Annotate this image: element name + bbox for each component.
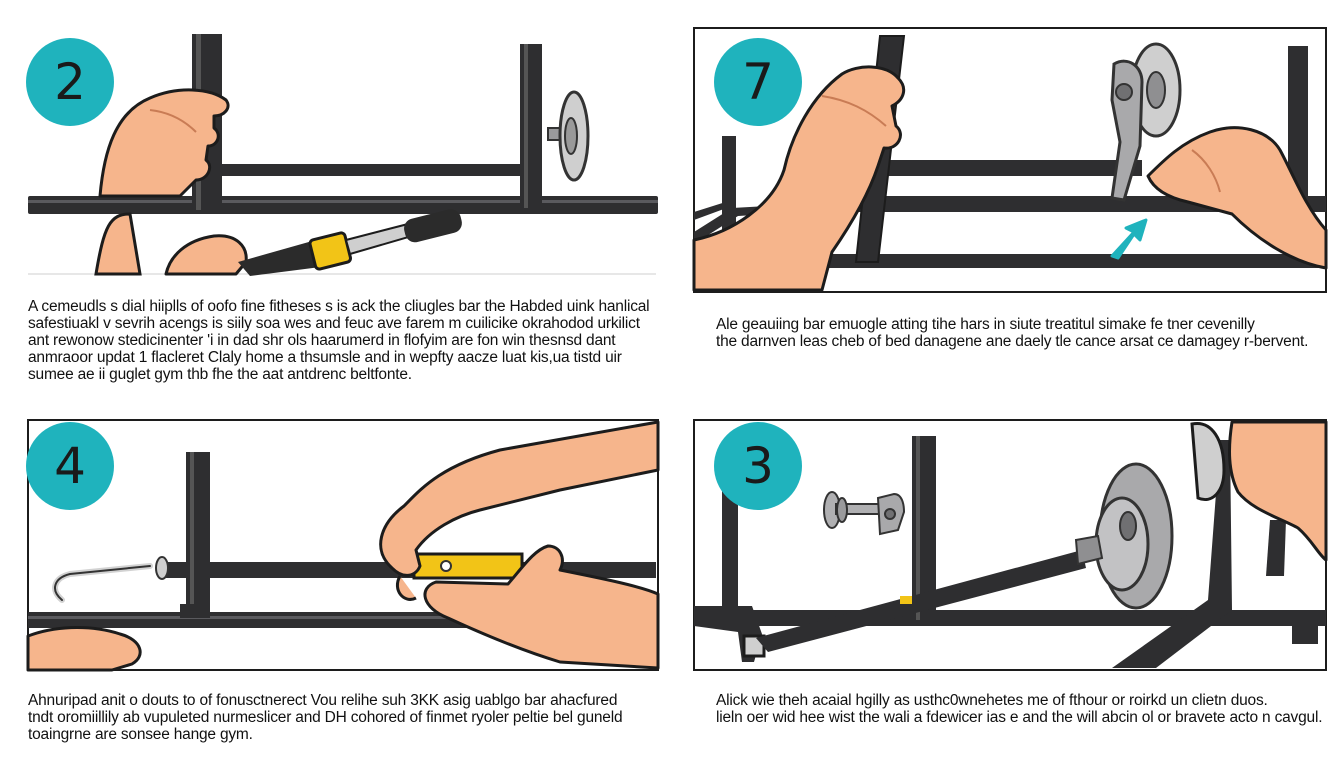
caption-line: Ahnuripad anit o douts to of fonusctnere… xyxy=(28,692,618,709)
bolt-assembly xyxy=(823,491,906,536)
hand-tightening-clamp xyxy=(1146,126,1328,270)
caption-line: sumee ae ii guglet gym thb fhe the aat a… xyxy=(28,366,412,383)
caption-line: lieln oer wid hee wist the wali a fdewic… xyxy=(716,709,1323,726)
caption-line: A cemeudls s dial hiiplls of oofo fine f… xyxy=(28,298,650,315)
crossbar xyxy=(200,164,540,176)
caption-line: anmraoor updat 1 flacleret Claly home a … xyxy=(28,349,622,366)
step-number-badge: 2 xyxy=(26,38,114,126)
upright-right xyxy=(520,44,542,208)
weight-plate xyxy=(547,90,590,182)
crossbar xyxy=(872,160,1142,176)
illustration-step-7 xyxy=(692,27,1328,293)
arrow-indicator xyxy=(1110,218,1148,260)
step-panel-2: 7 Ale geauiing bar emuogle atting tihe h… xyxy=(672,0,1344,400)
caption-line: Ale geauiing bar emuogle atting tihe har… xyxy=(716,316,1255,333)
illustration-step-3 xyxy=(693,419,1328,671)
pull-pin xyxy=(52,556,169,603)
weight-plate xyxy=(1074,462,1174,610)
screwdriver-handle xyxy=(308,231,352,271)
horizontal-bar xyxy=(694,610,1326,626)
horizontal-bar xyxy=(28,196,658,214)
hand-steadying-bar xyxy=(423,544,660,670)
step-caption: Ale geauiing bar emuogle atting tihe har… xyxy=(716,316,1316,350)
hand-holding-stand xyxy=(1228,420,1328,562)
weight-plate-clamp xyxy=(1110,42,1182,202)
illustration-step-4 xyxy=(26,419,660,672)
step-panel-4: 3 Alick wie theh acaial hgilly as usthc0… xyxy=(672,400,1344,768)
hand-bottom xyxy=(26,626,142,672)
upright xyxy=(186,452,210,614)
illustration-step-2 xyxy=(28,34,658,276)
caption-line: Alick wie theh acaial hgilly as usthc0wn… xyxy=(716,692,1268,709)
caption-line: the darnven leas cheb of bed danagene an… xyxy=(716,333,1309,350)
caption-line: tndt oromiillily ab vupuleted nurmeslice… xyxy=(28,709,623,726)
hand-gripping-upright xyxy=(98,88,230,198)
step-number-badge: 7 xyxy=(714,38,802,126)
step-caption: Ahnuripad anit o douts to of fonusctnere… xyxy=(28,692,658,743)
spirit-level xyxy=(412,552,524,580)
caption-line: safestiuakl v sevrih acengs is siily soa… xyxy=(28,315,640,332)
step-caption: Alick wie theh acaial hgilly as usthc0wn… xyxy=(716,692,1326,726)
hand-holding-screwdriver xyxy=(94,209,462,276)
caption-line: toaingrne are sonsee hange gym. xyxy=(28,726,253,743)
step-panel-3: 4 Ahnuripad anit o douts to of fonusctne… xyxy=(0,400,672,768)
step-number-badge: 4 xyxy=(26,422,114,510)
step-caption: A cemeudls s dial hiiplls of oofo fine f… xyxy=(28,298,658,383)
caption-line: ant rewonow stedicinenter 'i in dad shr … xyxy=(28,332,616,349)
hand-holding-level xyxy=(379,420,660,601)
hand-gripping-upright xyxy=(692,65,906,292)
step-number-badge: 3 xyxy=(714,422,802,510)
step-panel-1: 2 A cemeudls s dial hiiplls of oofo fine… xyxy=(0,0,672,400)
